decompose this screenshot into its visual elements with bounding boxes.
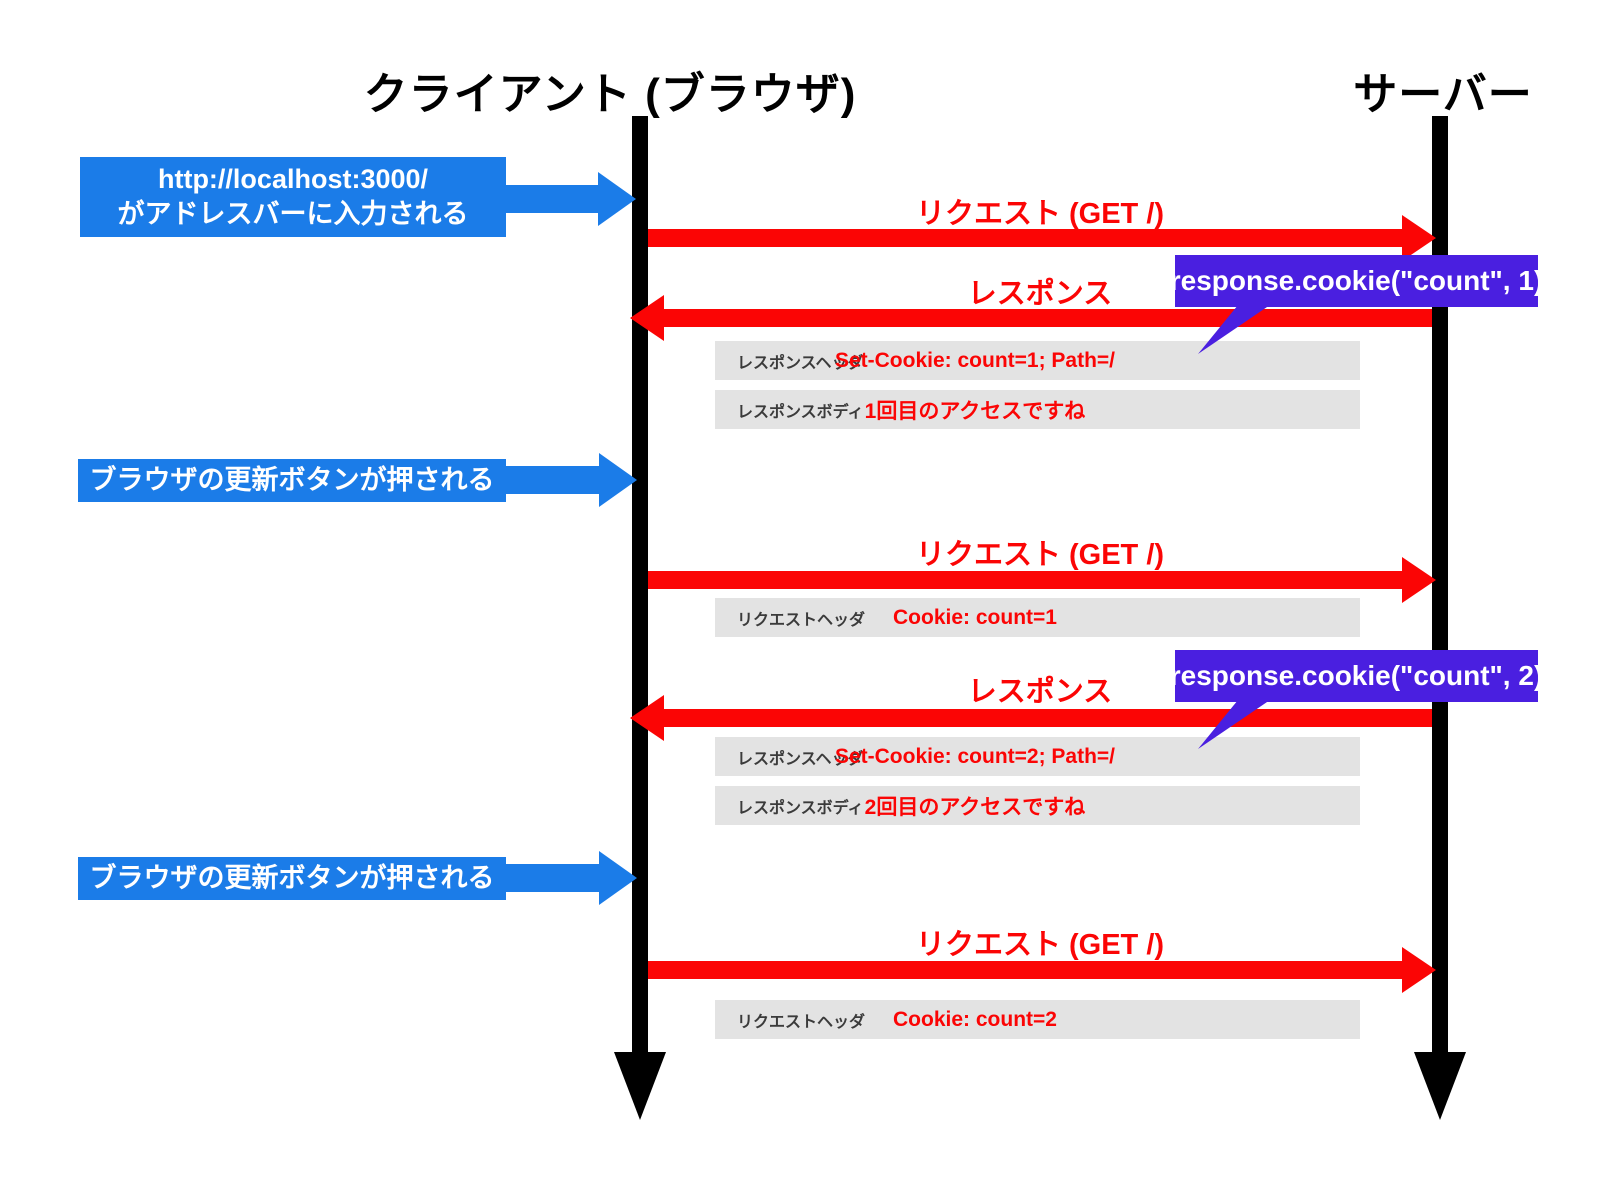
- action-box-line: http://localhost:3000/: [157, 164, 429, 194]
- detail-row-value: Cookie: count=2: [893, 1007, 1057, 1031]
- message-label-request-2: リクエスト (GET /): [915, 539, 1165, 571]
- detail-row-value: Set-Cookie: count=2; Path=/: [834, 744, 1116, 768]
- browser-action-arrow-head-1: [598, 172, 636, 226]
- message-arrowhead-response-1: [630, 295, 664, 341]
- message-arrowhead-request-1: [1402, 215, 1436, 261]
- detail-row-label: リクエストヘッダ: [737, 1013, 866, 1031]
- message-label-response-2: レスポンス: [967, 676, 1113, 708]
- action-box-line: がアドレスバーに入力される: [117, 199, 469, 229]
- message-arrowhead-response-2: [630, 695, 664, 741]
- message-label-response-1: レスポンス: [967, 278, 1113, 310]
- detail-row-response-body-2: レスポンスボディ 2回目のアクセスですね: [715, 786, 1360, 825]
- message-arrowhead-request-3: [1402, 947, 1436, 993]
- actor-label-server: サーバー: [1353, 70, 1533, 119]
- action-box-line: ブラウザの更新ボタンが押される: [89, 465, 495, 495]
- browser-action-arrow-bar-2: [506, 466, 600, 494]
- lifeline-client-arrowhead: [614, 1052, 666, 1120]
- detail-row-request-header-1: リクエストヘッダ Cookie: count=1: [715, 598, 1360, 637]
- detail-row-label: リクエストヘッダ: [737, 611, 866, 629]
- code-callout-2: response.cookie("count", 2): [1170, 650, 1543, 702]
- message-arrowhead-request-2: [1402, 557, 1436, 603]
- message-arrow-response-2: [664, 709, 1432, 727]
- message-arrow-response-1: [664, 309, 1432, 327]
- detail-row-label: レスポンスボディ: [737, 799, 864, 817]
- browser-action-box-url-entered: http://localhost:3000/ がアドレスバーに入力される: [80, 157, 506, 237]
- browser-action-box-refresh-1: ブラウザの更新ボタンが押される: [78, 459, 506, 502]
- code-callout-1: response.cookie("count", 1): [1170, 255, 1543, 307]
- browser-action-box-refresh-2: ブラウザの更新ボタンが押される: [78, 857, 506, 900]
- browser-action-arrow-head-2: [599, 453, 637, 507]
- action-box-line: ブラウザの更新ボタンが押される: [89, 863, 495, 893]
- lifeline-server-arrowhead: [1414, 1052, 1466, 1120]
- actor-label-client: クライアント (ブラウザ): [363, 70, 857, 119]
- message-label-request-1: リクエスト (GET /): [915, 198, 1165, 230]
- detail-row-response-header-1: レスポンスヘッダ Set-Cookie: count=1; Path=/: [715, 341, 1360, 380]
- lifeline-server: [1432, 116, 1448, 1052]
- detail-row-value: 2回目のアクセスですね: [864, 795, 1086, 819]
- message-arrow-request-3: [648, 961, 1402, 979]
- message-arrow-request-2: [648, 571, 1402, 589]
- message-arrow-request-1: [648, 229, 1402, 247]
- detail-row-value: 1回目のアクセスですね: [864, 399, 1086, 423]
- detail-row-label: レスポンスヘッダ: [737, 750, 864, 768]
- detail-row-label: レスポンスヘッダ: [737, 354, 864, 372]
- code-callout-text: response.cookie("count", 1): [1169, 265, 1544, 296]
- detail-row-request-header-2: リクエストヘッダ Cookie: count=2: [715, 1000, 1360, 1039]
- detail-row-response-header-2: レスポンスヘッダ Set-Cookie: count=2; Path=/: [715, 737, 1360, 776]
- lifeline-client: [632, 116, 648, 1052]
- code-callout-text: response.cookie("count", 2): [1169, 660, 1544, 691]
- browser-action-arrow-head-3: [599, 851, 637, 905]
- browser-action-arrow-bar-3: [506, 864, 600, 892]
- detail-row-value: Cookie: count=1: [893, 605, 1057, 629]
- detail-row-response-body-1: レスポンスボディ 1回目のアクセスですね: [715, 390, 1360, 429]
- detail-row-label: レスポンスボディ: [737, 403, 864, 421]
- message-label-request-3: リクエスト (GET /): [915, 929, 1165, 961]
- browser-action-arrow-bar-1: [506, 185, 599, 213]
- detail-row-value: Set-Cookie: count=1; Path=/: [834, 348, 1116, 372]
